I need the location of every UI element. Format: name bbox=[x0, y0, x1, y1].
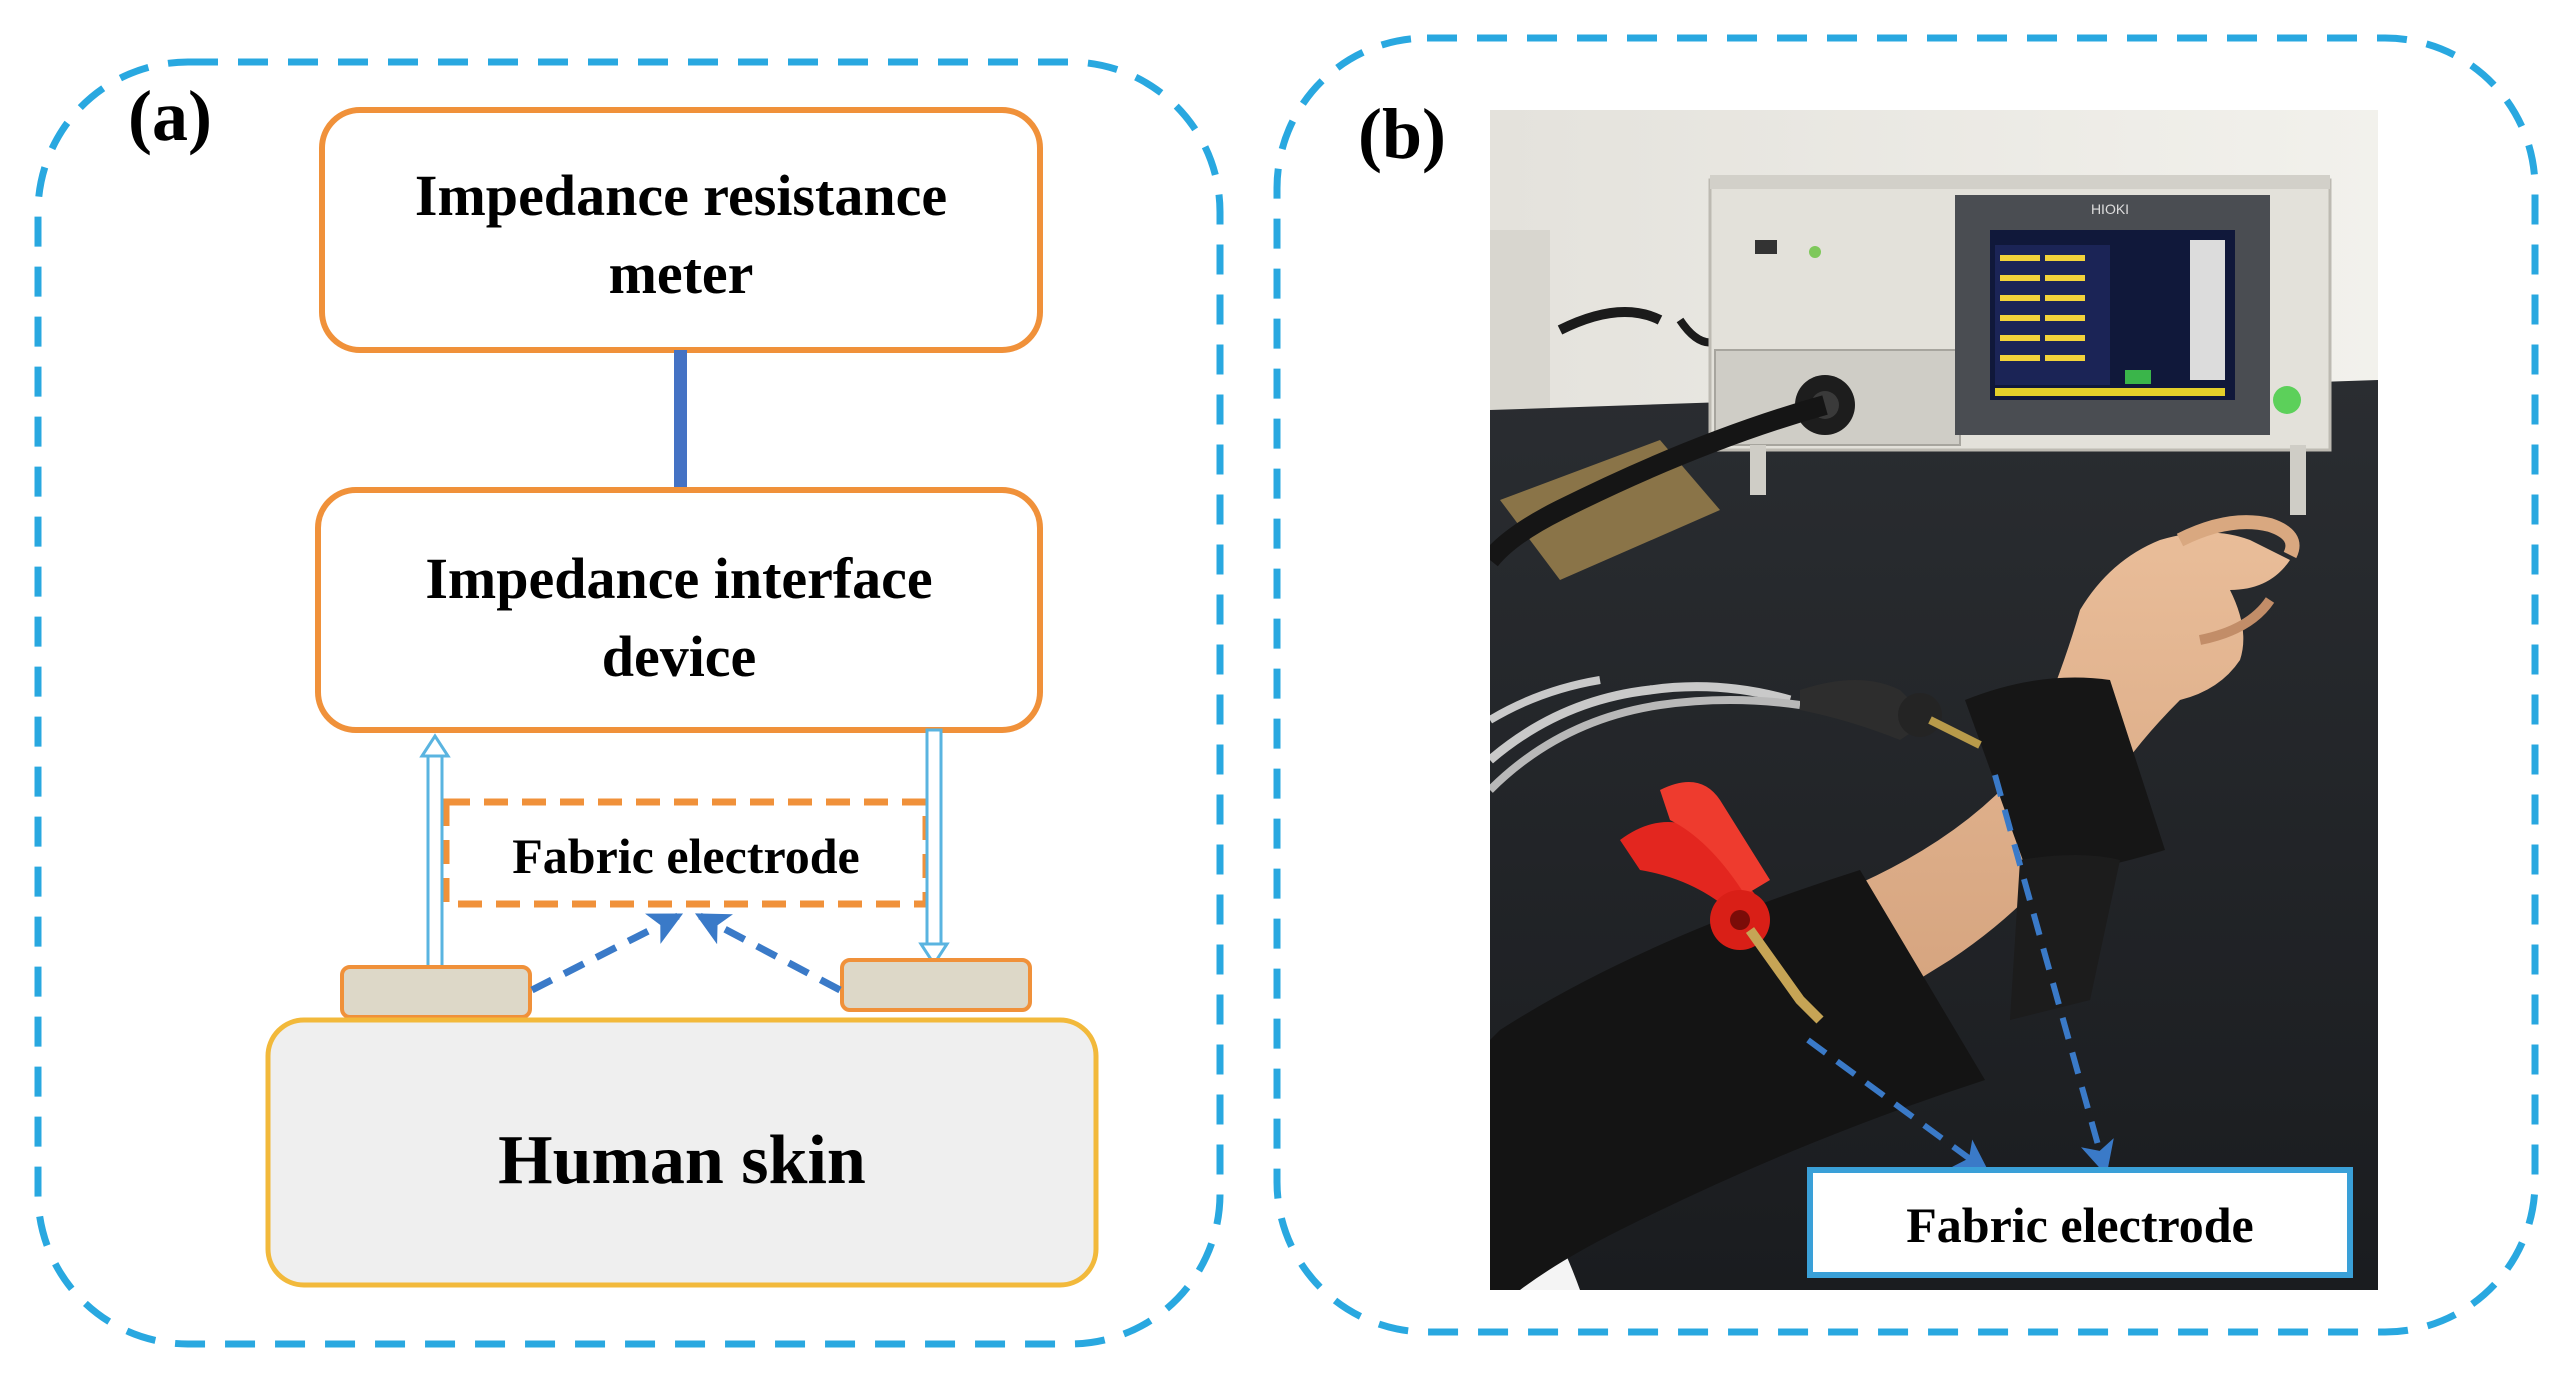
left-lead-up-arrow bbox=[419, 733, 451, 972]
right-lead-down-arrow bbox=[918, 728, 950, 967]
fabric-electrode-box bbox=[442, 798, 930, 908]
interface-label-line2: device bbox=[602, 624, 757, 689]
left-pad-dashed-arrow bbox=[530, 912, 684, 994]
photo-fabric-electrode-label: Fabric electrode bbox=[1906, 1197, 2254, 1253]
lcr-meter-device: HIOKI bbox=[1708, 175, 2332, 515]
meter-interface-connector bbox=[674, 350, 687, 490]
fabric-electrode-label: Fabric electrode bbox=[512, 828, 860, 884]
right-pad-dashed-arrow bbox=[694, 912, 842, 994]
panel-a: (a) Impedance resistance meter Impedance… bbox=[34, 58, 1224, 1348]
lcr-screen-readings bbox=[1995, 240, 2225, 396]
panel-b-border bbox=[1273, 34, 2539, 1336]
photo-arrow-lower-band bbox=[1806, 1037, 1990, 1174]
photo-arrow-upper-band bbox=[1992, 774, 2114, 1176]
photo-fabric-electrode-box bbox=[1807, 1167, 2353, 1278]
measurement-photo: HIOKI bbox=[1490, 110, 2378, 1290]
meter-label-line2: meter bbox=[609, 241, 754, 306]
right-electrode-pad bbox=[840, 958, 1032, 1012]
black-clip-icon bbox=[1800, 680, 1982, 749]
panel-b-label: (b) bbox=[1358, 94, 1446, 174]
interface-box bbox=[315, 487, 1043, 733]
panel-a-border bbox=[34, 58, 1224, 1348]
device-brand-text: HIOKI bbox=[2091, 201, 2129, 217]
panel-b: (b) bbox=[1273, 34, 2539, 1336]
human-skin-block bbox=[265, 1017, 1099, 1288]
fabric-electrode-band-upper bbox=[1965, 677, 2165, 880]
fabric-electrode-band-lower bbox=[1490, 855, 2120, 1290]
red-clip-icon bbox=[1620, 782, 1824, 1024]
left-electrode-pad bbox=[340, 965, 532, 1019]
human-skin-label: Human skin bbox=[498, 1122, 866, 1199]
panel-a-label: (a) bbox=[128, 76, 212, 156]
meter-box bbox=[319, 107, 1043, 353]
meter-label-line1: Impedance resistance bbox=[415, 163, 947, 228]
interface-label-line1: Impedance interface bbox=[425, 546, 932, 611]
